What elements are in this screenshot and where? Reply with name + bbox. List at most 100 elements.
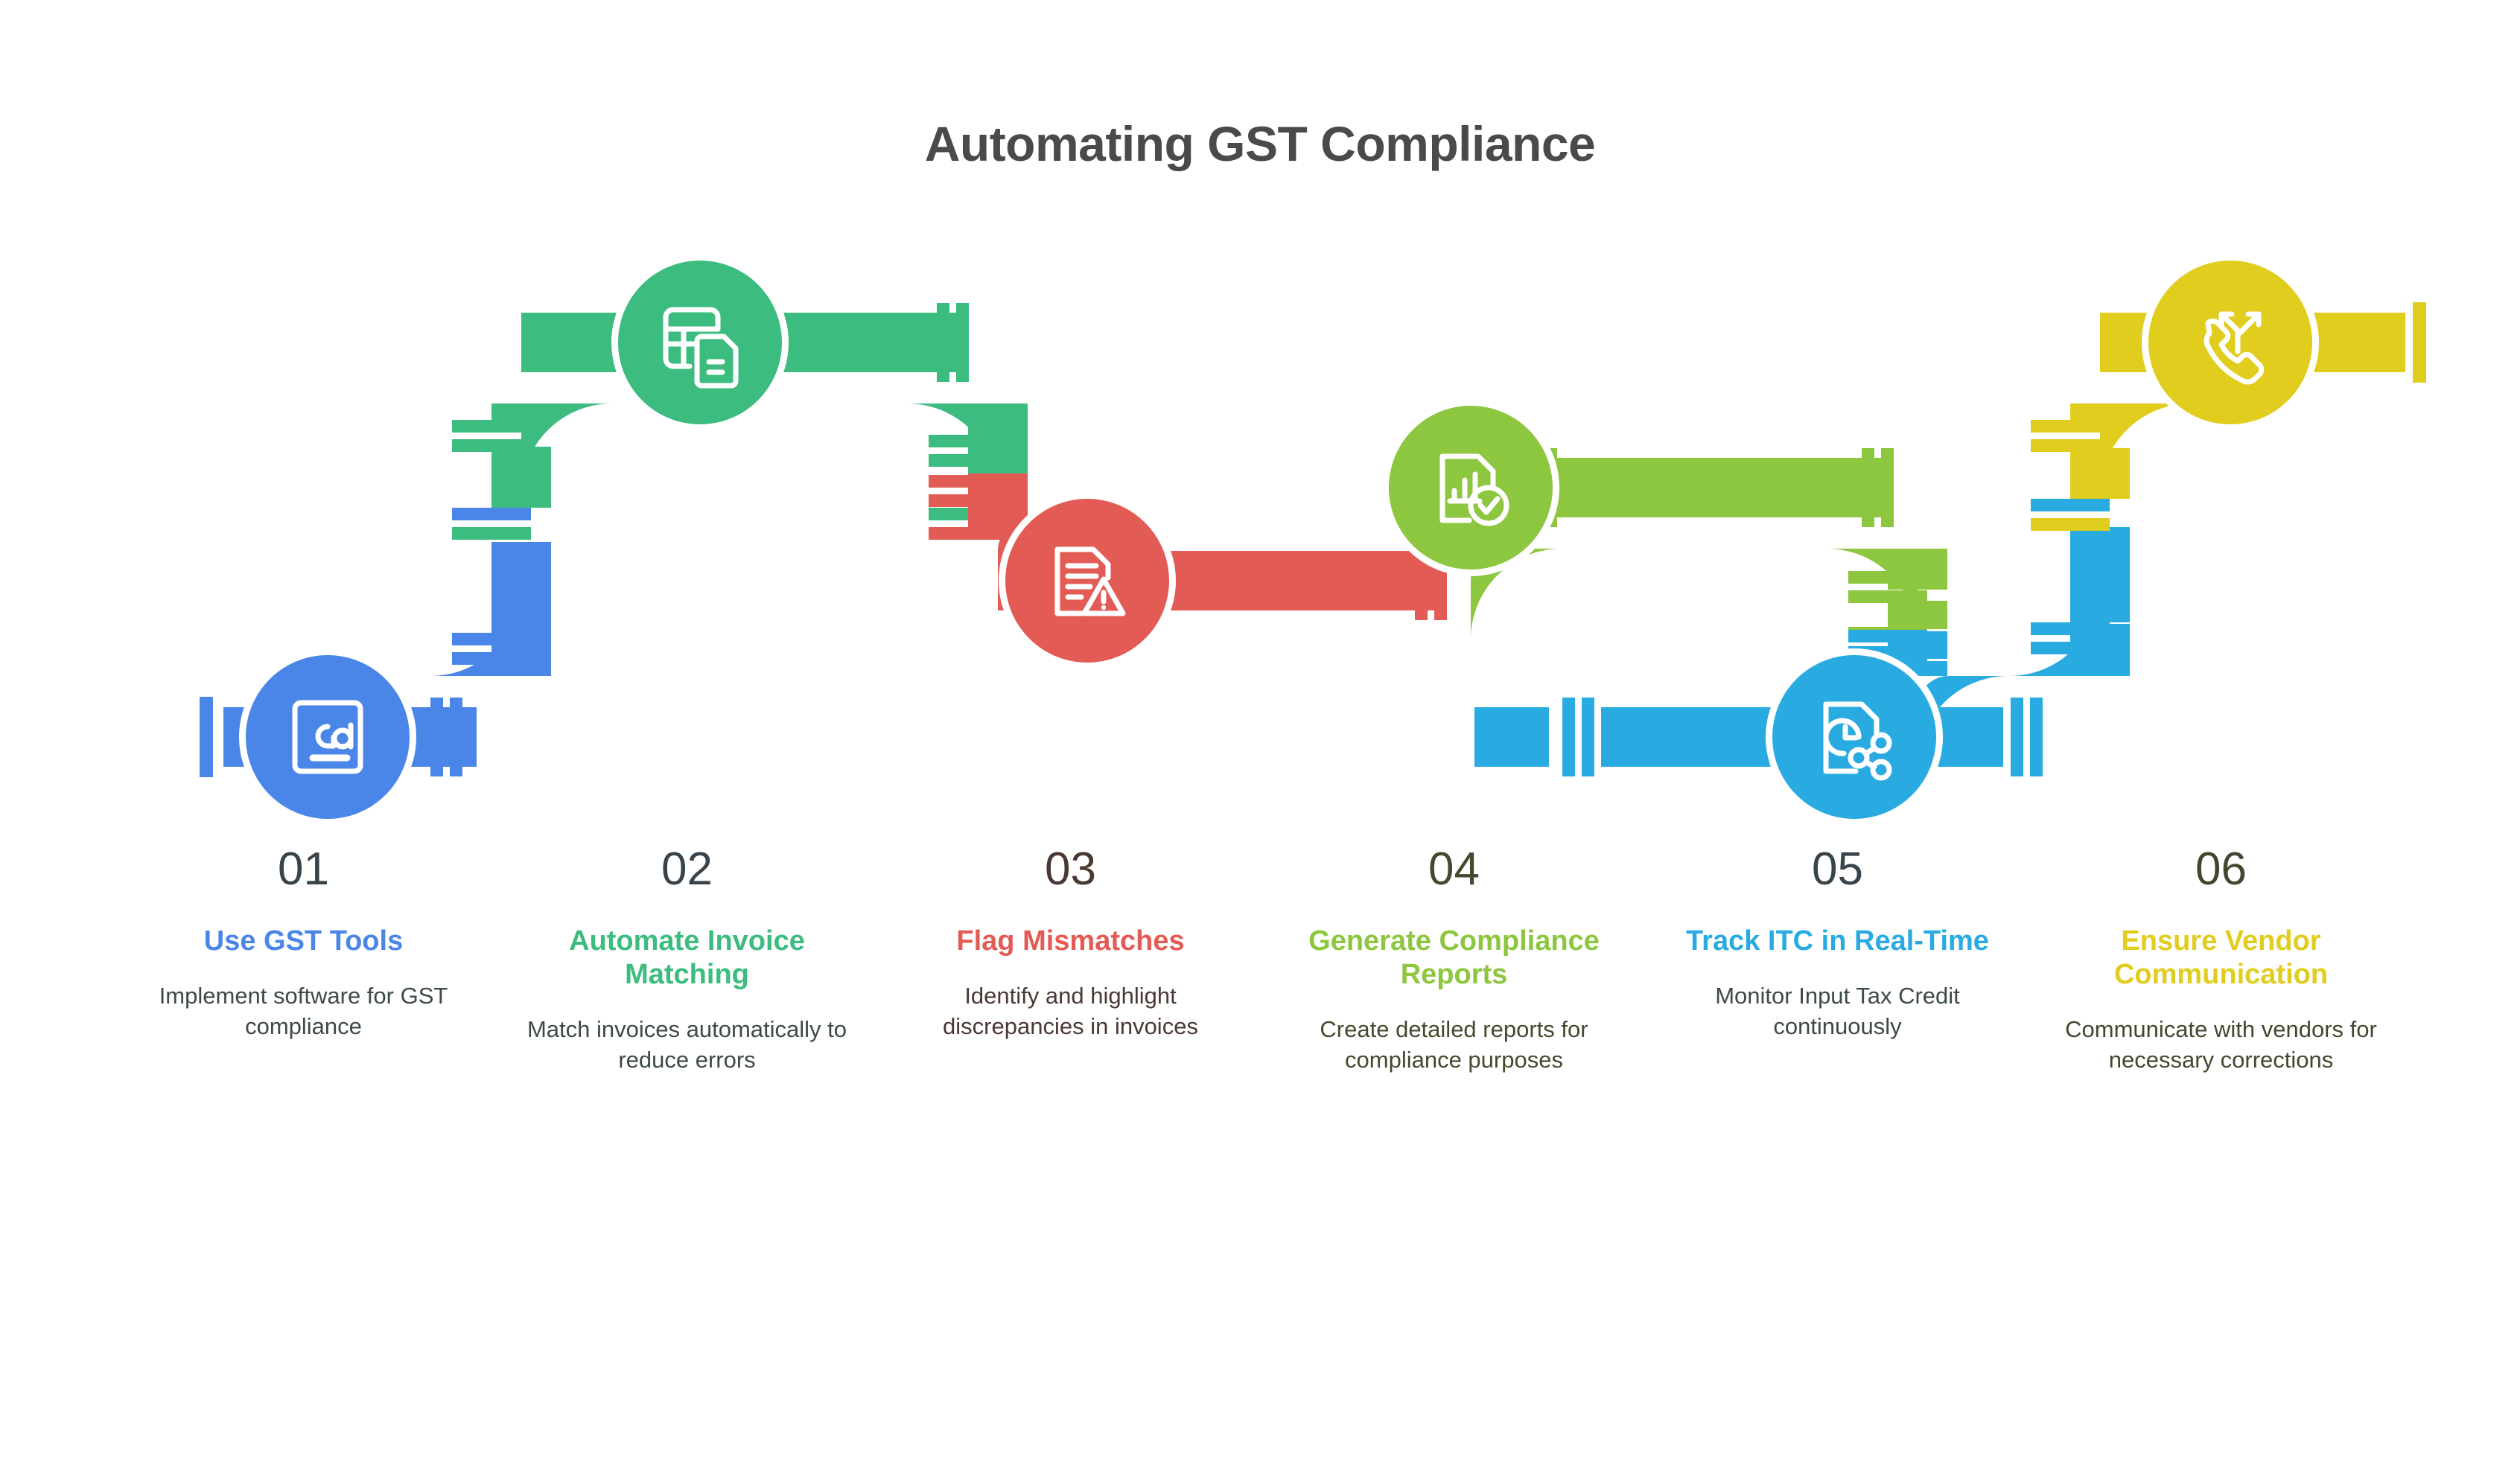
- doc-top: [1439, 453, 1496, 491]
- step-title: Automate Invoice Matching: [569, 925, 805, 990]
- step-number: 02: [661, 843, 713, 895]
- pipe-segment-horizontal: [1601, 707, 1743, 767]
- pipeline-diagram: [200, 254, 2426, 826]
- pipe-segment-vertical: [968, 505, 1028, 520]
- step-title: Flag Mismatches: [956, 925, 1185, 957]
- pipe-flange: [452, 527, 531, 540]
- step-icon-badge-03: [999, 492, 1176, 669]
- table-top: [663, 307, 721, 331]
- pipe-flange: [956, 303, 969, 382]
- pipe-segment-horizontal: [886, 313, 968, 372]
- pipe-flange: [929, 475, 1008, 488]
- doc-top: [1823, 701, 1880, 738]
- pipe-flange: [452, 439, 531, 452]
- share-node-left: [1848, 747, 1870, 769]
- pipe-flange: [2031, 499, 2110, 511]
- doc-outline: [694, 334, 739, 389]
- doc-top: [1054, 546, 1111, 581]
- document-clock-share-icon: [1823, 701, 1892, 781]
- warning-dot: [1101, 604, 1107, 610]
- step-icon-badge-06: [2142, 254, 2319, 431]
- steps-row: 01 Use GST Tools Implement software for …: [112, 845, 2413, 1411]
- pipe-flange: [1881, 448, 1894, 527]
- spreadsheet-document-icon: [663, 307, 739, 389]
- report-check-icon: [1439, 453, 1509, 526]
- pipe-elbow: [521, 403, 612, 494]
- document-warning-icon: [1054, 546, 1126, 616]
- step-title: Generate Compliance Reports: [1308, 925, 1600, 990]
- pipe-flange: [2031, 518, 2110, 531]
- icon-circle: [246, 655, 410, 819]
- pipe-flange: [2031, 420, 2110, 433]
- pipe-flange: [1562, 698, 1575, 776]
- step-title: Track ITC in Real-Time: [1686, 925, 1989, 957]
- pipe-flange: [452, 633, 531, 645]
- pipe-elbow: [2100, 403, 2191, 494]
- pipe-segment-vertical: [968, 403, 1028, 463]
- pipe-end-cap: [2413, 302, 2426, 383]
- step-number: 03: [1045, 843, 1096, 895]
- step-icon-badge-04: [1382, 399, 1559, 576]
- pipe-segment-horizontal: [1556, 458, 1802, 517]
- step-title: Use GST Tools: [203, 925, 404, 957]
- pipe-flange: [2031, 622, 2110, 635]
- step-description: Monitor Input Tax Credit continuously: [1715, 982, 1960, 1040]
- icon-circle: [2148, 261, 2312, 424]
- pipe-flange: [450, 698, 462, 776]
- step-description: Match invoices automatically to reduce e…: [526, 1015, 847, 1073]
- clock-hands: [1842, 724, 1859, 741]
- check-circle: [1468, 485, 1509, 526]
- step-card-02: 02 Automate Invoice Matching Match invoi…: [495, 845, 879, 1075]
- step-description: Create detailed reports for compliance p…: [1320, 1015, 1588, 1073]
- step-description: Implement software for GST compliance: [159, 982, 448, 1040]
- table-left: [663, 314, 693, 369]
- pipe-segment-vertical: [491, 542, 551, 633]
- doc-left: [1439, 453, 1472, 523]
- step-icon-badge-02: [611, 254, 789, 431]
- pipe-flange: [452, 652, 531, 665]
- arrow-out-shaft: [2236, 311, 2262, 336]
- phone-handset: [2204, 318, 2265, 385]
- step-number: 04: [1428, 843, 1480, 895]
- icon-circle: [618, 261, 782, 424]
- pipe-flange: [1848, 630, 1927, 642]
- pipe-flange: [929, 494, 1008, 507]
- check-mark: [1477, 496, 1501, 515]
- icon-circle: [1389, 406, 1553, 570]
- step-number: 06: [2195, 843, 2247, 895]
- warning-triangle: [1081, 576, 1126, 616]
- clock-ring: [1823, 718, 1862, 756]
- pipe-flange: [2031, 439, 2110, 452]
- gradient-box-icon: [292, 700, 363, 774]
- pipe-flange: [452, 420, 531, 433]
- step-icon-badge-05: [1766, 648, 1943, 826]
- pipe-flange: [2011, 698, 2023, 776]
- step-description: Identify and highlight discrepancies in …: [943, 982, 1198, 1040]
- pipe-flange: [937, 303, 949, 382]
- pipe-segment-vertical: [2070, 527, 2130, 622]
- step-number: 05: [1812, 843, 1863, 895]
- box-outline: [292, 700, 363, 774]
- pipe-segment-horizontal: [1474, 707, 1549, 767]
- step-card-06: 06 Ensure Vendor Communication Communica…: [2029, 845, 2413, 1075]
- pipe-segment-vertical: [1888, 601, 1947, 629]
- share-link-2: [1863, 759, 1877, 770]
- pipe-flange: [1862, 448, 1874, 527]
- pipe-flange: [1848, 571, 1927, 584]
- pipe-flange: [1582, 698, 1594, 776]
- step-title: Ensure Vendor Communication: [2113, 925, 2329, 990]
- pipe-end-cap: [200, 697, 213, 777]
- share-node-top: [1870, 732, 1892, 754]
- share-link-1: [1863, 745, 1877, 756]
- pipe-flange: [2031, 642, 2110, 654]
- icon-circle: [1005, 499, 1169, 663]
- pipe-flange: [2030, 698, 2043, 776]
- doc-left: [1823, 701, 1859, 774]
- pipe-elbow: [1918, 676, 2008, 767]
- step-number: 01: [278, 843, 329, 895]
- step-card-04: 04 Generate Compliance Reports Create de…: [1262, 845, 1646, 1075]
- pipe-flange: [929, 435, 1008, 447]
- pipe-flange: [430, 698, 443, 776]
- pipe-flange: [452, 508, 531, 520]
